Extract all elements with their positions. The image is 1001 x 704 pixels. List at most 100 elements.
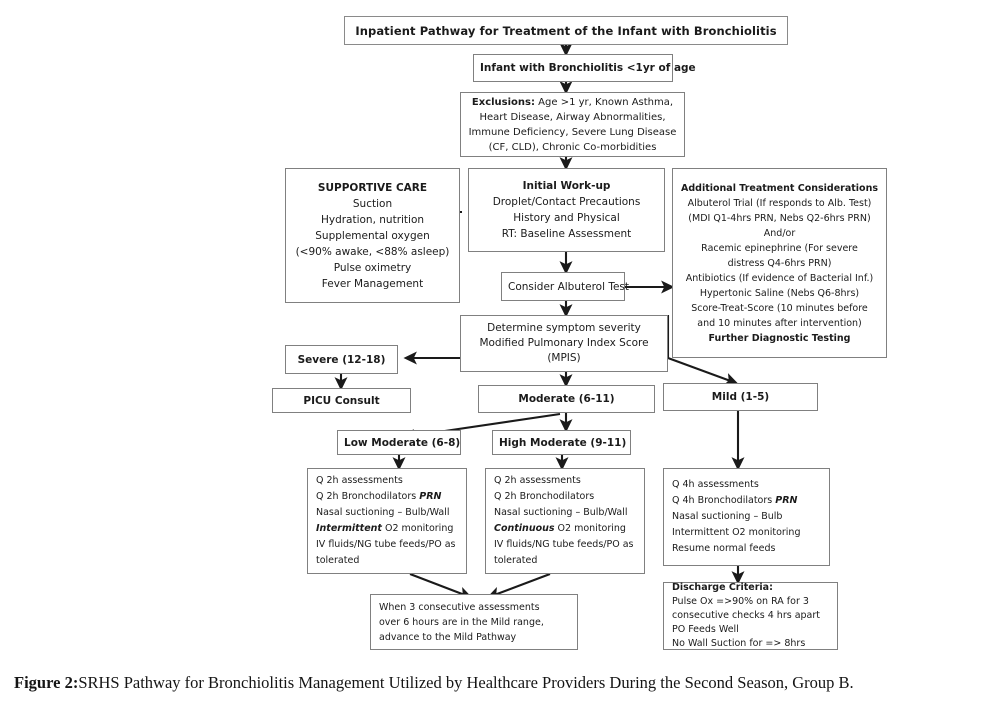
additional-treatment-heading: Additional Treatment Considerations [681,182,878,194]
title-text: Inpatient Pathway for Treatment of the I… [355,23,777,38]
additional-treatment-line-9: and 10 minutes after intervention) [697,317,862,329]
consider-albuterol-text: Consider Albuterol Test [508,280,630,293]
figure-caption-text: SRHS Pathway for Bronchiolitis Managemen… [78,673,854,692]
moderate-text: Moderate (6-11) [518,393,615,405]
supportive-care-line-2: Hydration, nutrition [320,213,425,226]
discharge-line-4: No Wall Suction for => 8hrs [672,638,806,649]
low-moderate-text: Low Moderate (6-8) [344,436,461,449]
determine-severity-line-2: Modified Pulmonary Index Score [479,337,649,349]
low-moderate-care-line-1-pre: Q 2h assessments [316,475,403,486]
initial-workup-line-3: RT: Baseline Assessment [501,228,632,240]
infant-box: Infant with Bronchiolitis <1yr of age [473,54,696,82]
discharge-criteria-box: Discharge Criteria: Pulse Ox =>90% on RA… [663,582,838,650]
low-moderate-care-line-2-pre: Q 2h Bronchodilators [316,491,420,502]
figure-caption: Figure 2: SRHS Pathway for Bronchiolitis… [0,662,1001,704]
mild-care-line-1: Q 4h assessments [672,477,821,493]
low-moderate-care-line-3-pre: Nasal suctioning – Bulb/Wall [316,507,450,518]
initial-workup-heading: Initial Work-up [522,180,611,192]
additional-treatment-line-4: Racemic epinephrine (For severe [701,242,858,254]
exclusions-line-2: Heart Disease, Airway Abnormalities, [479,111,666,123]
high-moderate-care-line-4: Continuous O2 monitoring [494,521,636,537]
title-box: Inpatient Pathway for Treatment of the I… [344,16,788,45]
exclusions-label: Exclusions: [471,96,535,108]
mild-care-line-2-pre: Q 4h Bronchodilators [672,495,776,506]
low-moderate-care-line-6: tolerated [316,553,458,569]
mild-care-line-3: Nasal suctioning – Bulb [672,509,821,525]
additional-treatment-line-6: Antibiotics (If evidence of Bacterial In… [685,272,874,284]
moderate-box: Moderate (6-11) [478,385,655,413]
initial-workup-line-1: Droplet/Contact Precautions [492,196,641,208]
high-moderate-box: High Moderate (9-11) [492,430,631,455]
low-moderate-care-line-2: Q 2h Bronchodilators PRN [316,489,458,505]
exclusions-line-1-rest: Age >1 yr, Known Asthma, [535,96,674,108]
high-moderate-care-line-4-em: Continuous [494,523,555,534]
supportive-care-box: SUPPORTIVE CARE Suction Hydration, nutri… [285,168,460,303]
low-moderate-care-line-3: Nasal suctioning – Bulb/Wall [316,505,458,521]
additional-treatment-line-3: And/or [763,227,796,239]
high-moderate-care-line-1: Q 2h assessments [494,473,636,489]
additional-treatment-line-7: Hypertonic Saline (Nebs Q6-8hrs) [699,287,860,299]
exclusions-line-4: (CF, CLD), Chronic Co-morbidities [488,141,657,153]
advance-mild-box: When 3 consecutive assessments over 6 ho… [370,594,578,650]
mild-care-line-5-pre: Resume normal feeds [672,543,776,554]
initial-workup-line-2: History and Physical [513,212,620,224]
infant-text: Infant with Bronchiolitis <1yr of age [480,62,696,74]
low-moderate-care-line-4-em: Intermittent [316,523,382,534]
advance-mild-line-1: When 3 consecutive assessments [379,601,540,613]
supportive-care-line-4: (<90% awake, <88% asleep) [295,245,450,258]
discharge-line-3: PO Feeds Well [672,624,739,635]
exclusions-line-3: Immune Deficiency, Severe Lung Disease [468,126,677,138]
flowchart: Inpatient Pathway for Treatment of the I… [272,16,887,650]
high-moderate-care-line-5: IV fluids/NG tube feeds/PO as [494,537,636,553]
high-moderate-care-line-4-post: O2 monitoring [554,523,626,534]
mild-care-line-4-pre: Intermittent O2 monitoring [672,527,801,538]
discharge-heading: Discharge Criteria: [672,582,773,593]
picu-box: PICU Consult [272,388,411,413]
low-moderate-care-line-5-pre: IV fluids/NG tube feeds/PO as [316,539,456,550]
additional-treatment-line-5: distress Q4-6hrs PRN) [727,257,832,269]
low-moderate-care-line-6-pre: tolerated [316,555,360,566]
determine-severity-box: Determine symptom severity Modified Pulm… [460,315,668,372]
additional-treatment-box: Additional Treatment Considerations Albu… [672,168,887,358]
high-moderate-care-line-6-pre: tolerated [494,555,538,566]
advance-mild-line-2: over 6 hours are in the Mild range, [379,616,544,628]
supportive-care-line-6: Fever Management [321,277,424,290]
severe-text: Severe (12-18) [297,353,386,366]
additional-treatment-line-8: Score-Treat-Score (10 minutes before [691,302,868,314]
supportive-care-line-3: Supplemental oxygen [315,229,430,242]
high-moderate-care-line-2-pre: Q 2h Bronchodilators [494,491,595,502]
picu-text: PICU Consult [303,394,380,407]
low-moderate-care-line-2-em: PRN [419,491,442,502]
mild-care-line-1-pre: Q 4h assessments [672,479,759,490]
high-moderate-care-line-3: Nasal suctioning – Bulb/Wall [494,505,636,521]
determine-severity-line-1: Determine symptom severity [487,322,641,334]
exclusions-line-1: Exclusions: Age >1 yr, Known Asthma, [467,95,678,110]
supportive-care-line-1: Suction [352,197,393,210]
mild-care-line-3-pre: Nasal suctioning – Bulb [672,511,783,522]
high-moderate-care-line-2: Q 2h Bronchodilators [494,489,636,505]
low-moderate-care-line-1: Q 2h assessments [316,473,458,489]
advance-mild-line-3: advance to the Mild Pathway [379,631,517,643]
mild-care-line-4: Intermittent O2 monitoring [672,525,821,541]
high-moderate-care-line-6: tolerated [494,553,636,569]
low-moderate-care-line-4-post: O2 monitoring [381,523,454,534]
low-moderate-care-line-5: IV fluids/NG tube feeds/PO as [316,537,458,553]
low-moderate-box: Low Moderate (6-8) [337,430,461,455]
high-moderate-care-line-3-pre: Nasal suctioning – Bulb/Wall [494,507,628,518]
mild-care-line-2-em: PRN [775,495,798,506]
mild-care-box: Q 4h assessments Q 4h Bronchodilators PR… [663,468,830,566]
exclusions-box: Exclusions: Age >1 yr, Known Asthma, Hea… [460,92,685,157]
supportive-care-line-5: Pulse oximetry [333,261,412,274]
discharge-line-2: consecutive checks 4 hrs apart [672,610,820,621]
mild-care-line-2: Q 4h Bronchodilators PRN [672,493,821,509]
additional-treatment-footer: Further Diagnostic Testing [708,332,851,344]
mild-care-line-5: Resume normal feeds [672,541,821,557]
low-moderate-care-box: Q 2h assessments Q 2h Bronchodilators PR… [307,468,467,574]
mild-box: Mild (1-5) [663,383,818,411]
additional-treatment-line-2: (MDI Q1-4hrs PRN, Nebs Q2-6hrs PRN) [688,212,871,224]
high-moderate-care-line-5-pre: IV fluids/NG tube feeds/PO as [494,539,634,550]
additional-treatment-line-1: Albuterol Trial (If responds to Alb. Tes… [687,197,872,209]
high-moderate-care-box: Q 2h assessments Q 2h Bronchodilators Na… [485,468,645,574]
determine-severity-line-3: (MPIS) [547,352,581,364]
consider-albuterol-box: Consider Albuterol Test [501,272,630,301]
